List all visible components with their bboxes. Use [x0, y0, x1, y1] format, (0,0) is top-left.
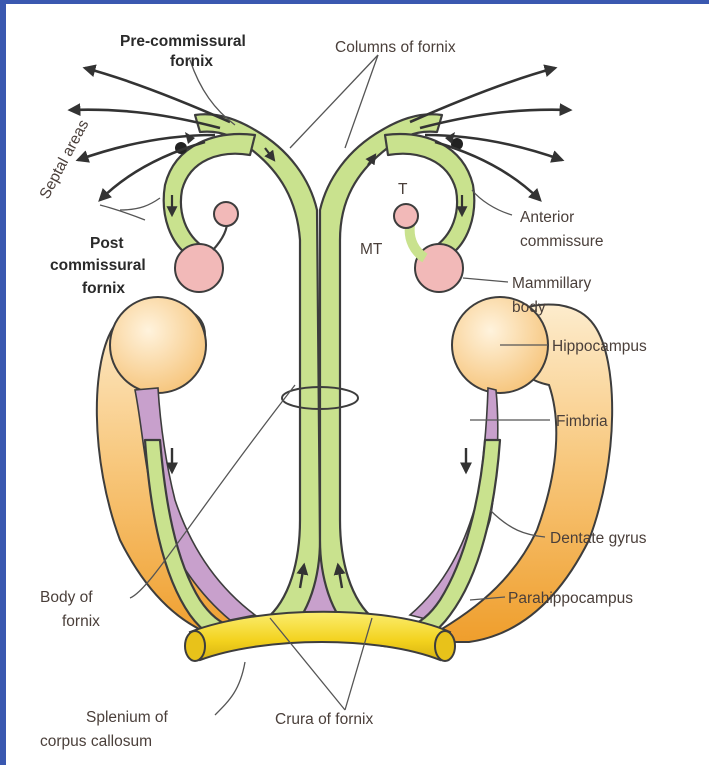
svg-text:Mammillary: Mammillary [512, 275, 591, 292]
svg-text:Body of: Body of [40, 589, 93, 606]
svg-text:corpus callosum: corpus callosum [40, 733, 152, 750]
svg-text:commissure: commissure [520, 233, 604, 250]
svg-text:commissural: commissural [50, 257, 146, 274]
label-fimbria: Fimbria [556, 413, 608, 430]
label-post-commissural: Post commissural fornix [50, 235, 146, 297]
label-hippocampus: Hippocampus [552, 338, 647, 355]
label-parahippocampus: Parahippocampus [508, 590, 633, 607]
svg-text:body: body [512, 299, 546, 316]
label-pre-commissural: Pre-commissural fornix [120, 33, 246, 70]
septal-arrows-right [410, 68, 570, 200]
svg-text:Pre-commissural: Pre-commissural [120, 33, 246, 50]
label-body-fornix: Body of fornix [40, 589, 100, 630]
svg-text:Post: Post [90, 235, 124, 252]
label-t: T [398, 181, 408, 198]
svg-text:fornix: fornix [62, 613, 100, 630]
label-splenium: Splenium of corpus callosum [40, 709, 169, 750]
label-dentate: Dentate gyrus [550, 530, 647, 547]
septal-arrows-left [70, 68, 230, 200]
label-anterior-commissure: Anterior commissure [520, 209, 604, 250]
svg-text:Anterior: Anterior [520, 209, 574, 226]
label-mt: MT [360, 241, 383, 258]
label-columns: Columns of fornix [335, 39, 456, 56]
label-septal: Septal areas [37, 117, 93, 202]
svg-text:fornix: fornix [82, 280, 125, 297]
label-crura: Crura of fornix [275, 711, 373, 728]
mammillary-body-right [394, 204, 463, 292]
svg-text:Splenium of: Splenium of [86, 709, 169, 726]
svg-text:fornix: fornix [170, 53, 213, 70]
